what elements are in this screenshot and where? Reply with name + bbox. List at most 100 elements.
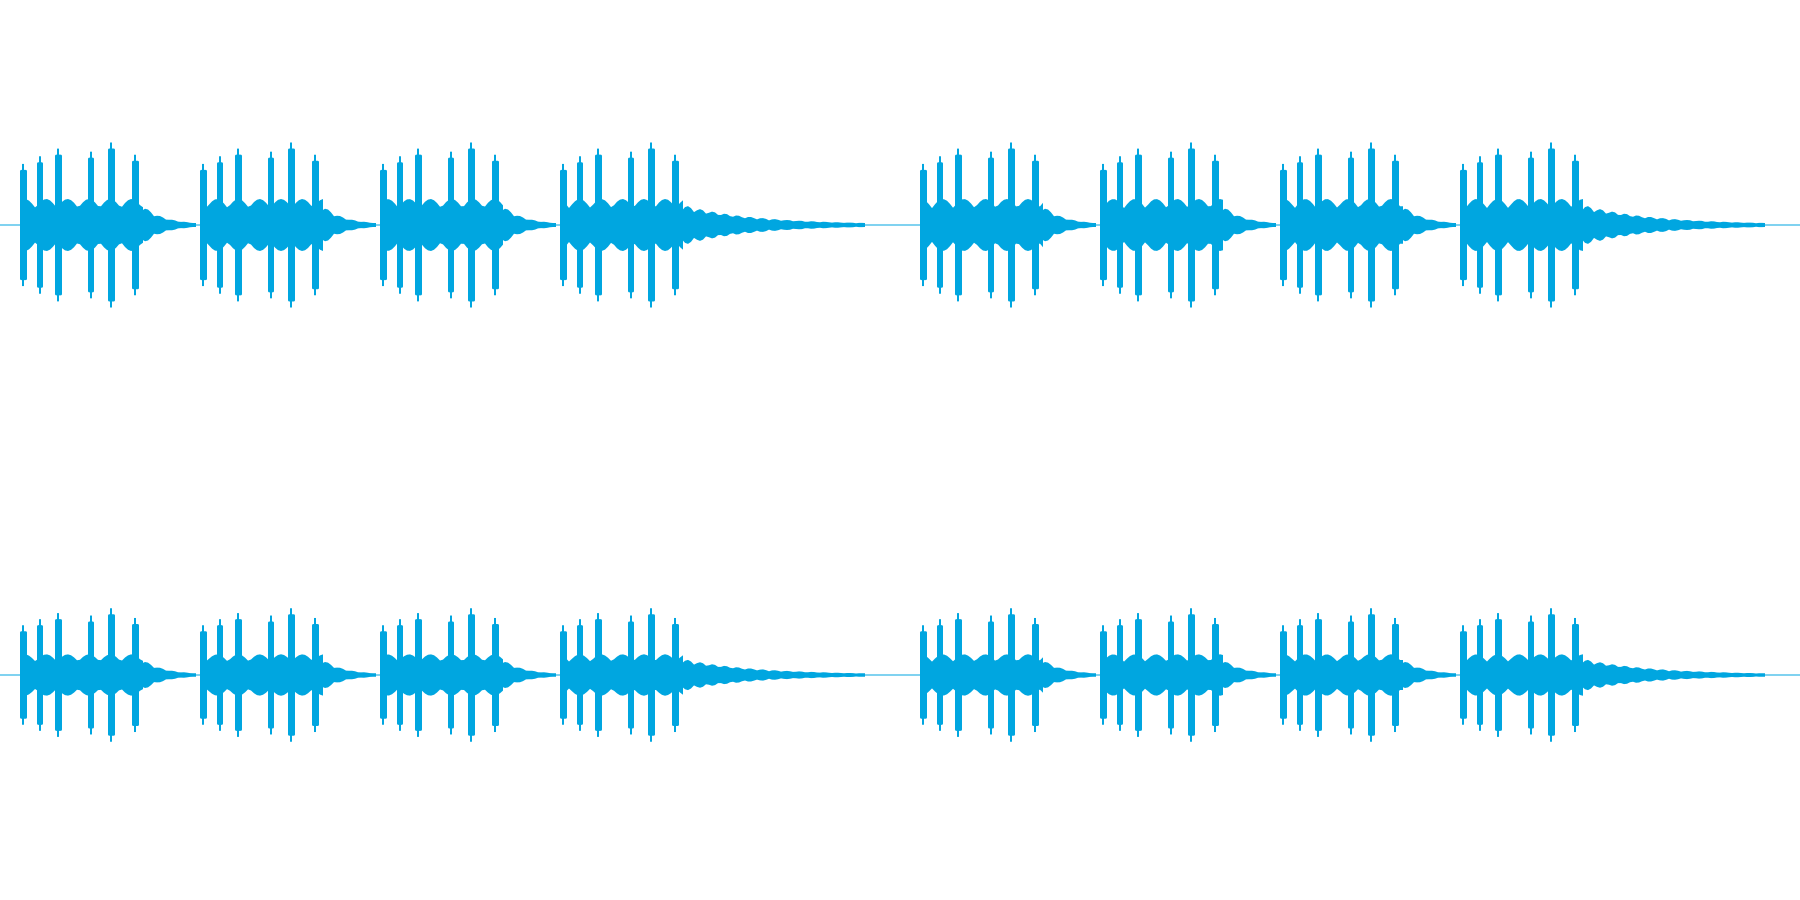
waveform-track-channel-1[interactable] (0, 142, 1800, 308)
pulse-spike (1214, 617, 1216, 733)
pulse-spike (39, 619, 41, 731)
pulse-spike (1034, 154, 1036, 296)
pulse-spike (1394, 617, 1396, 733)
burst-tail (502, 208, 556, 242)
pulse-spike (22, 625, 24, 725)
burst-tail (1402, 662, 1456, 688)
waveform-track-channel-2[interactable] (0, 608, 1800, 742)
burst-ch1-g1-b1 (20, 142, 196, 308)
burst-ch2-g1-b2 (200, 608, 376, 742)
burst-tail (682, 206, 865, 244)
pulse-spike (1317, 148, 1319, 302)
burst-ch1-g2-b1 (920, 142, 1096, 308)
pulse-spike (1350, 151, 1352, 299)
pulse-spike (1462, 625, 1464, 725)
pulse-spike (382, 625, 384, 725)
pulse-spike (1102, 625, 1104, 725)
pulse-spike (650, 142, 652, 308)
pulse-spike (674, 154, 676, 296)
pulse-spike (939, 156, 941, 294)
pulse-spike (134, 617, 136, 733)
burst-tail (142, 208, 196, 242)
pulse-spike (1394, 154, 1396, 296)
pulse-spike (1137, 613, 1139, 737)
pulse-spike (290, 608, 292, 742)
pulse-spike (270, 151, 272, 299)
burst-ch1-g2-b3 (1280, 142, 1456, 308)
pulse-spike (1530, 615, 1532, 735)
pulse-spike (939, 619, 941, 731)
pulse-spike (1010, 608, 1012, 742)
pulse-spike (219, 619, 221, 731)
burst-tail (322, 662, 376, 688)
pulse-spike (1497, 148, 1499, 302)
pulse-spike (57, 148, 59, 302)
pulse-spike (1550, 142, 1552, 308)
burst-ch2-g1-b3 (380, 608, 556, 742)
pulse-spike (1170, 151, 1172, 299)
pulse-spike (1350, 615, 1352, 735)
burst-ch1-g1-b4 (560, 142, 865, 308)
pulse-spike (134, 154, 136, 296)
pulse-spike (1497, 613, 1499, 737)
burst-tail (1582, 206, 1765, 244)
burst-ch2-g2-b1 (920, 608, 1096, 742)
burst-tail (1222, 662, 1276, 688)
pulse-spike (922, 625, 924, 725)
pulse-spike (202, 625, 204, 725)
pulse-spike (1034, 617, 1036, 733)
pulse-spike (1574, 154, 1576, 296)
pulse-spike (90, 615, 92, 735)
pulse-spike (990, 615, 992, 735)
pulse-spike (237, 148, 239, 302)
burst-tail (682, 659, 865, 691)
pulse-spike (314, 617, 316, 733)
burst-ch1-g1-b3 (380, 142, 556, 308)
pulse-spike (990, 151, 992, 299)
pulse-spike (957, 613, 959, 737)
pulse-spike (1550, 608, 1552, 742)
pulse-spike (1170, 615, 1172, 735)
pulse-spike (110, 142, 112, 308)
pulse-spike (470, 142, 472, 308)
pulse-spike (494, 154, 496, 296)
pulse-spike (202, 163, 204, 287)
burst-tail (1402, 208, 1456, 242)
burst-tail (1042, 208, 1096, 242)
pulse-spike (1137, 148, 1139, 302)
burst-tail (502, 662, 556, 688)
pulse-spike (1462, 163, 1464, 287)
pulse-spike (22, 163, 24, 287)
burst-tail (322, 208, 376, 242)
burst-ch1-g1-b2 (200, 142, 376, 308)
burst-tail (1042, 662, 1096, 688)
pulse-spike (1370, 608, 1372, 742)
burst-ch1-g2-b4 (1460, 142, 1765, 308)
pulse-spike (650, 608, 652, 742)
pulse-spike (1530, 151, 1532, 299)
pulse-spike (270, 615, 272, 735)
burst-tail (1582, 659, 1765, 691)
pulse-spike (314, 154, 316, 296)
pulse-spike (450, 151, 452, 299)
burst-ch1-g2-b2 (1100, 142, 1276, 308)
burst-ch2-g2-b3 (1280, 608, 1456, 742)
pulse-spike (1190, 608, 1192, 742)
pulse-spike (1010, 142, 1012, 308)
pulse-spike (562, 163, 564, 287)
pulse-spike (1370, 142, 1372, 308)
pulse-spike (417, 148, 419, 302)
pulse-spike (630, 151, 632, 299)
pulse-spike (290, 142, 292, 308)
pulse-spike (39, 156, 41, 294)
pulse-spike (110, 608, 112, 742)
pulse-spike (57, 613, 59, 737)
pulse-spike (1479, 156, 1481, 294)
pulse-spike (1102, 163, 1104, 287)
pulse-spike (579, 619, 581, 731)
pulse-spike (1299, 156, 1301, 294)
burst-tail (142, 662, 196, 688)
pulse-spike (219, 156, 221, 294)
